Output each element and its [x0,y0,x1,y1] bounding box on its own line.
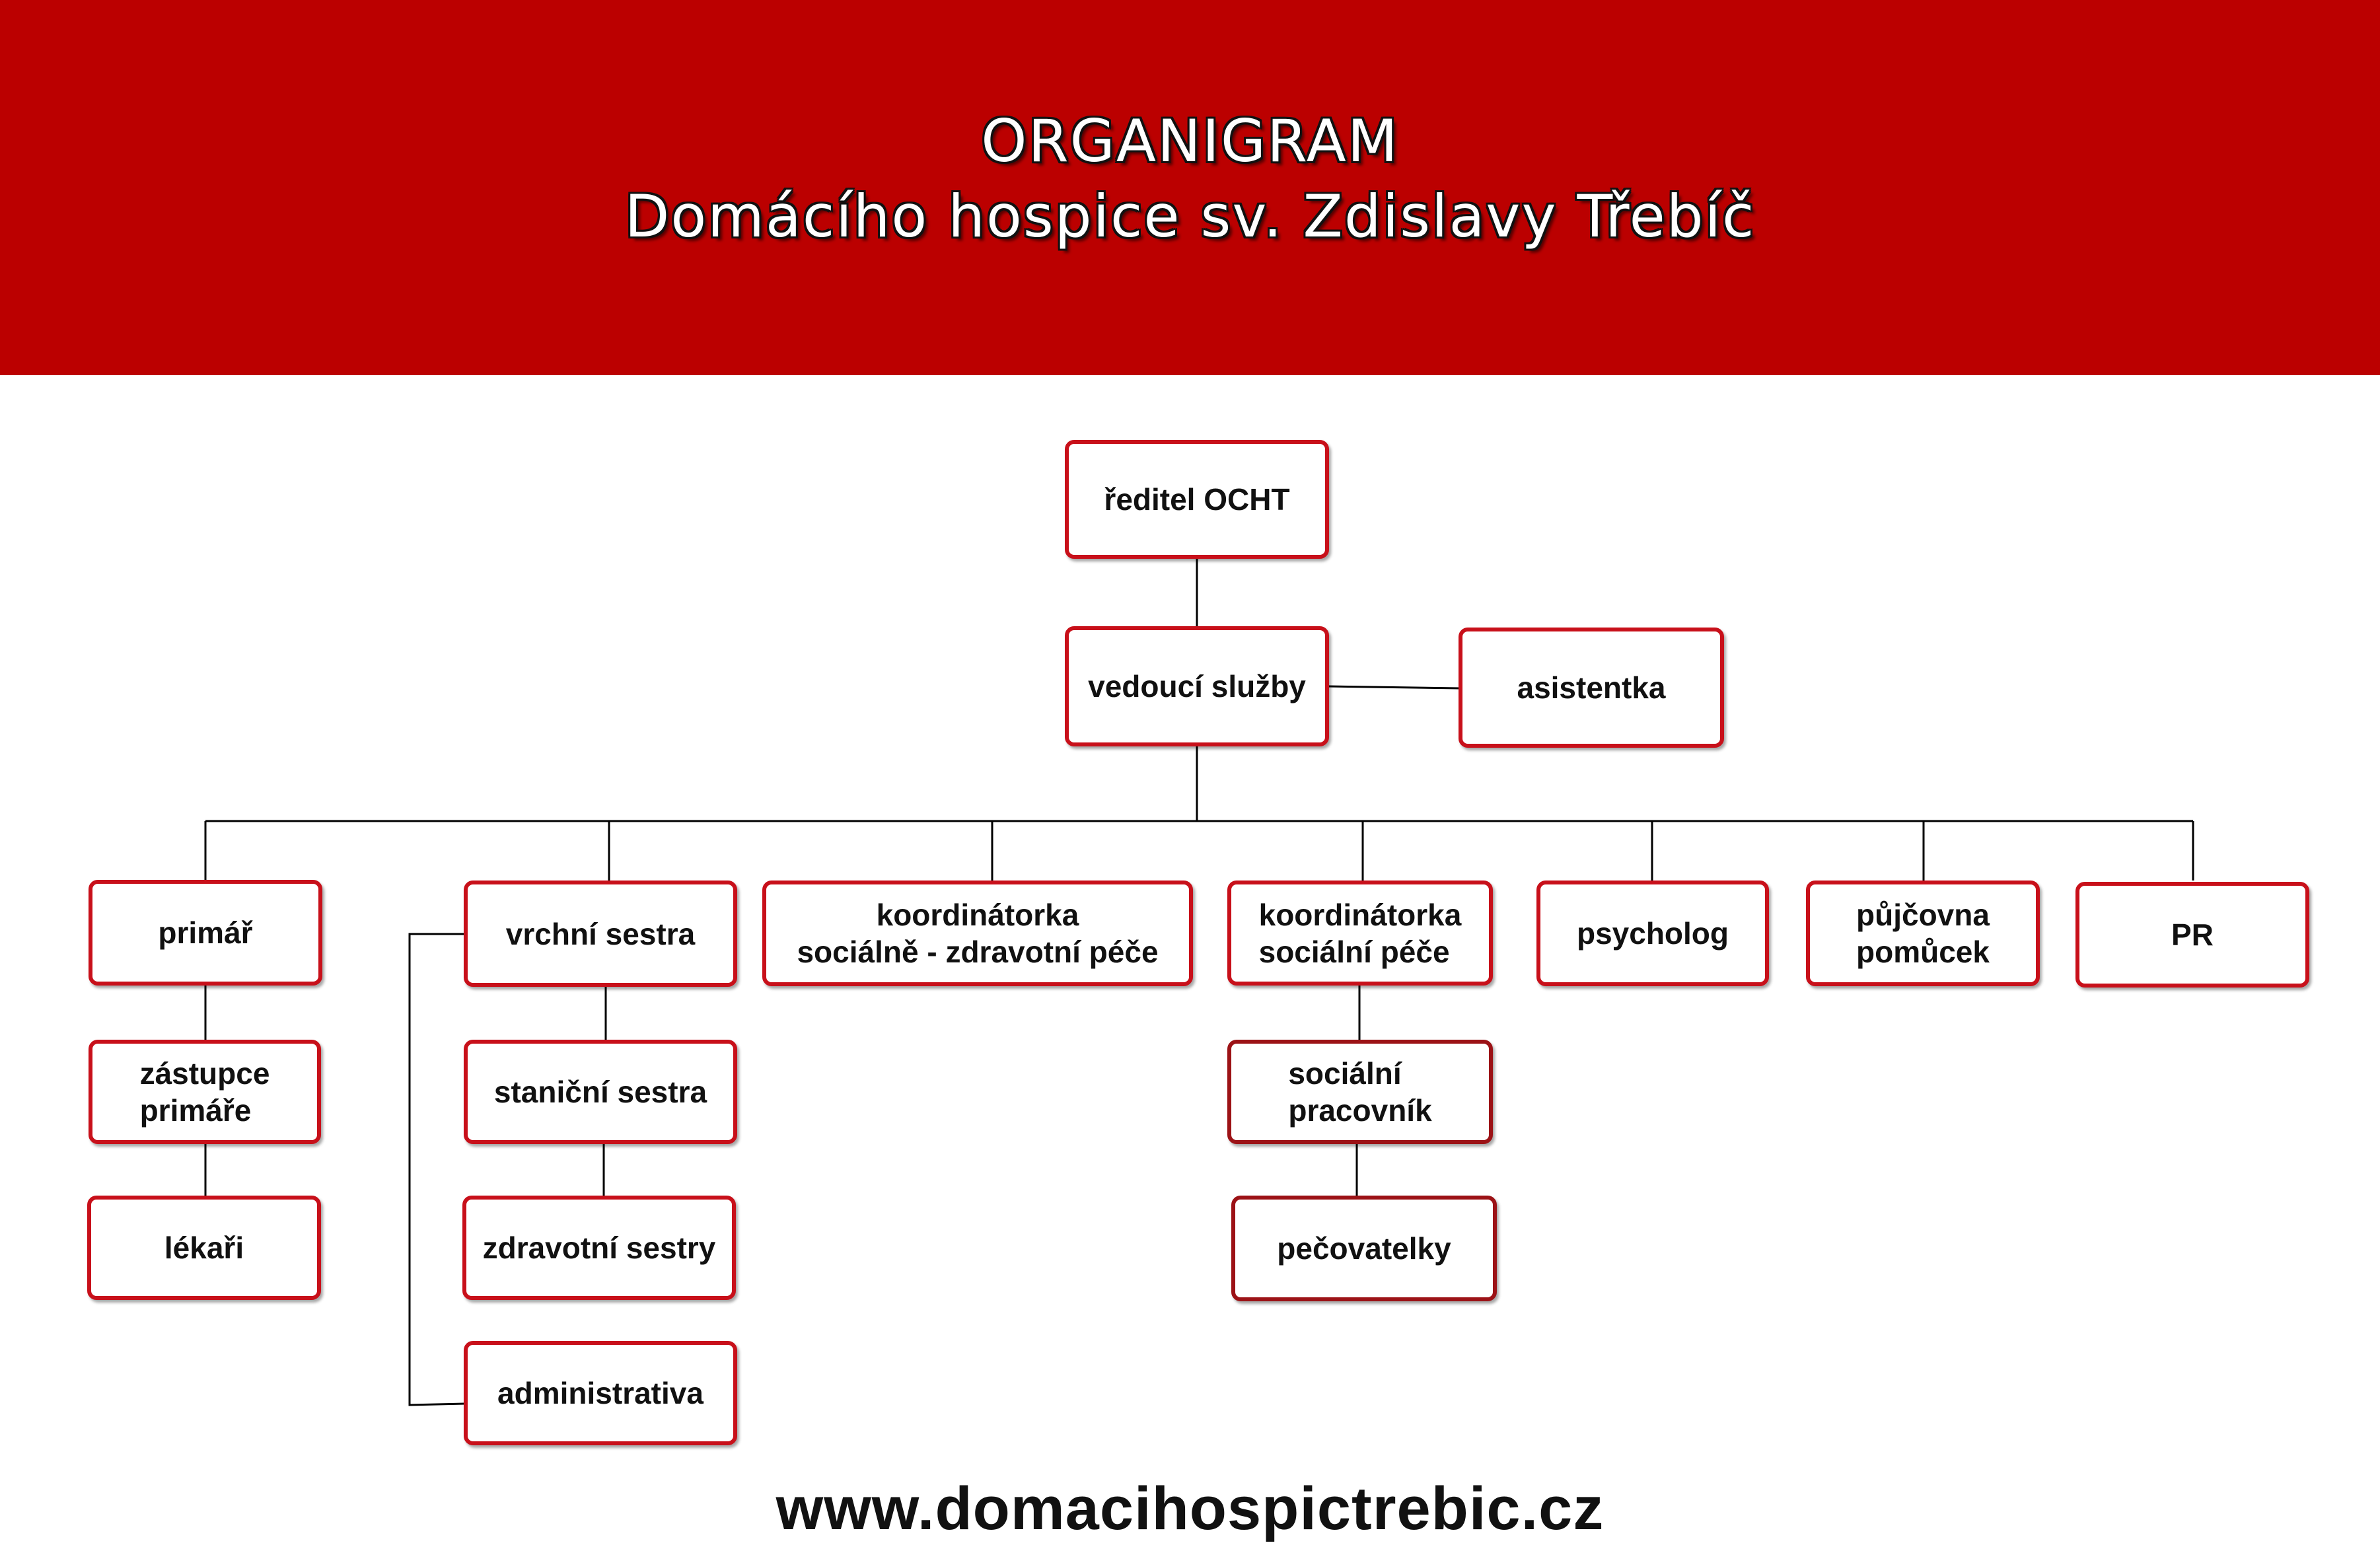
node-head: vedoucí služby [1065,626,1329,746]
node-socialni-pracovnik: sociální pracovník [1227,1040,1493,1144]
node-zastupce-primare: zástupce primáře [89,1040,321,1144]
node-vrchni-sestra-label: vrchní sestra [505,916,696,951]
node-administrativa: administrativa [464,1341,737,1445]
node-administrativa-label: administrativa [497,1376,703,1410]
node-zdravotni-sestry-label: zdravotní sestry [482,1231,716,1265]
node-pujcovna-pomucek-label: půjčovna pomůcek [1856,898,1990,969]
node-assistant-label: asistentka [1517,670,1666,705]
node-primar: primář [89,880,322,986]
node-koordinatorka-socialne-zdravotni: koordinátorka sociálně - zdravotní péče [762,881,1193,986]
node-koordinatorka-socialni-label: koordinátorka sociální péče [1258,897,1462,969]
node-lekari-label: lékaři [164,1231,244,1265]
node-stanicni-sestra: staniční sestra [464,1040,737,1144]
connector-head-assistant [1327,685,1460,690]
node-lekari: lékaři [87,1196,321,1300]
node-primar-label: primář [158,916,253,950]
node-pecovatelky-label: pečovatelky [1277,1231,1451,1266]
node-director: ředitel OCHT [1065,440,1329,559]
header-banner: ORGANIGRAM Domácího hospice sv. Zdislavy… [0,0,2380,375]
node-head-label: vedoucí služby [1088,669,1306,703]
node-zastupce-primare-label: zástupce primáře [139,1056,270,1128]
page-title: ORGANIGRAM [981,107,1399,175]
node-koordinatorka-socialne-zdravotni-label: koordinátorka sociálně - zdravotní péče [797,898,1159,969]
node-pecovatelky: pečovatelky [1231,1196,1497,1301]
website-url: www.domacihospictrebic.cz [775,1475,1605,1542]
node-zdravotni-sestry: zdravotní sestry [462,1196,736,1300]
node-director-label: ředitel OCHT [1104,482,1290,517]
node-koordinatorka-socialni: koordinátorka sociální péče [1227,881,1493,986]
connector-vrchni-administrativa [408,933,466,1406]
node-pujcovna-pomucek: půjčovna pomůcek [1806,881,2040,986]
node-assistant: asistentka [1459,628,1724,748]
node-vrchni-sestra: vrchní sestra [464,881,737,987]
node-socialni-pracovnik-label: sociální pracovník [1288,1056,1432,1128]
node-stanicni-sestra-label: staniční sestra [493,1075,707,1109]
node-pr-label: PR [2171,917,2214,952]
node-psycholog: psycholog [1536,881,1769,986]
page-subtitle: Domácího hospice sv. Zdislavy Třebíč [624,182,1756,250]
node-pr: PR [2075,882,2309,988]
node-psycholog-label: psycholog [1576,916,1729,951]
